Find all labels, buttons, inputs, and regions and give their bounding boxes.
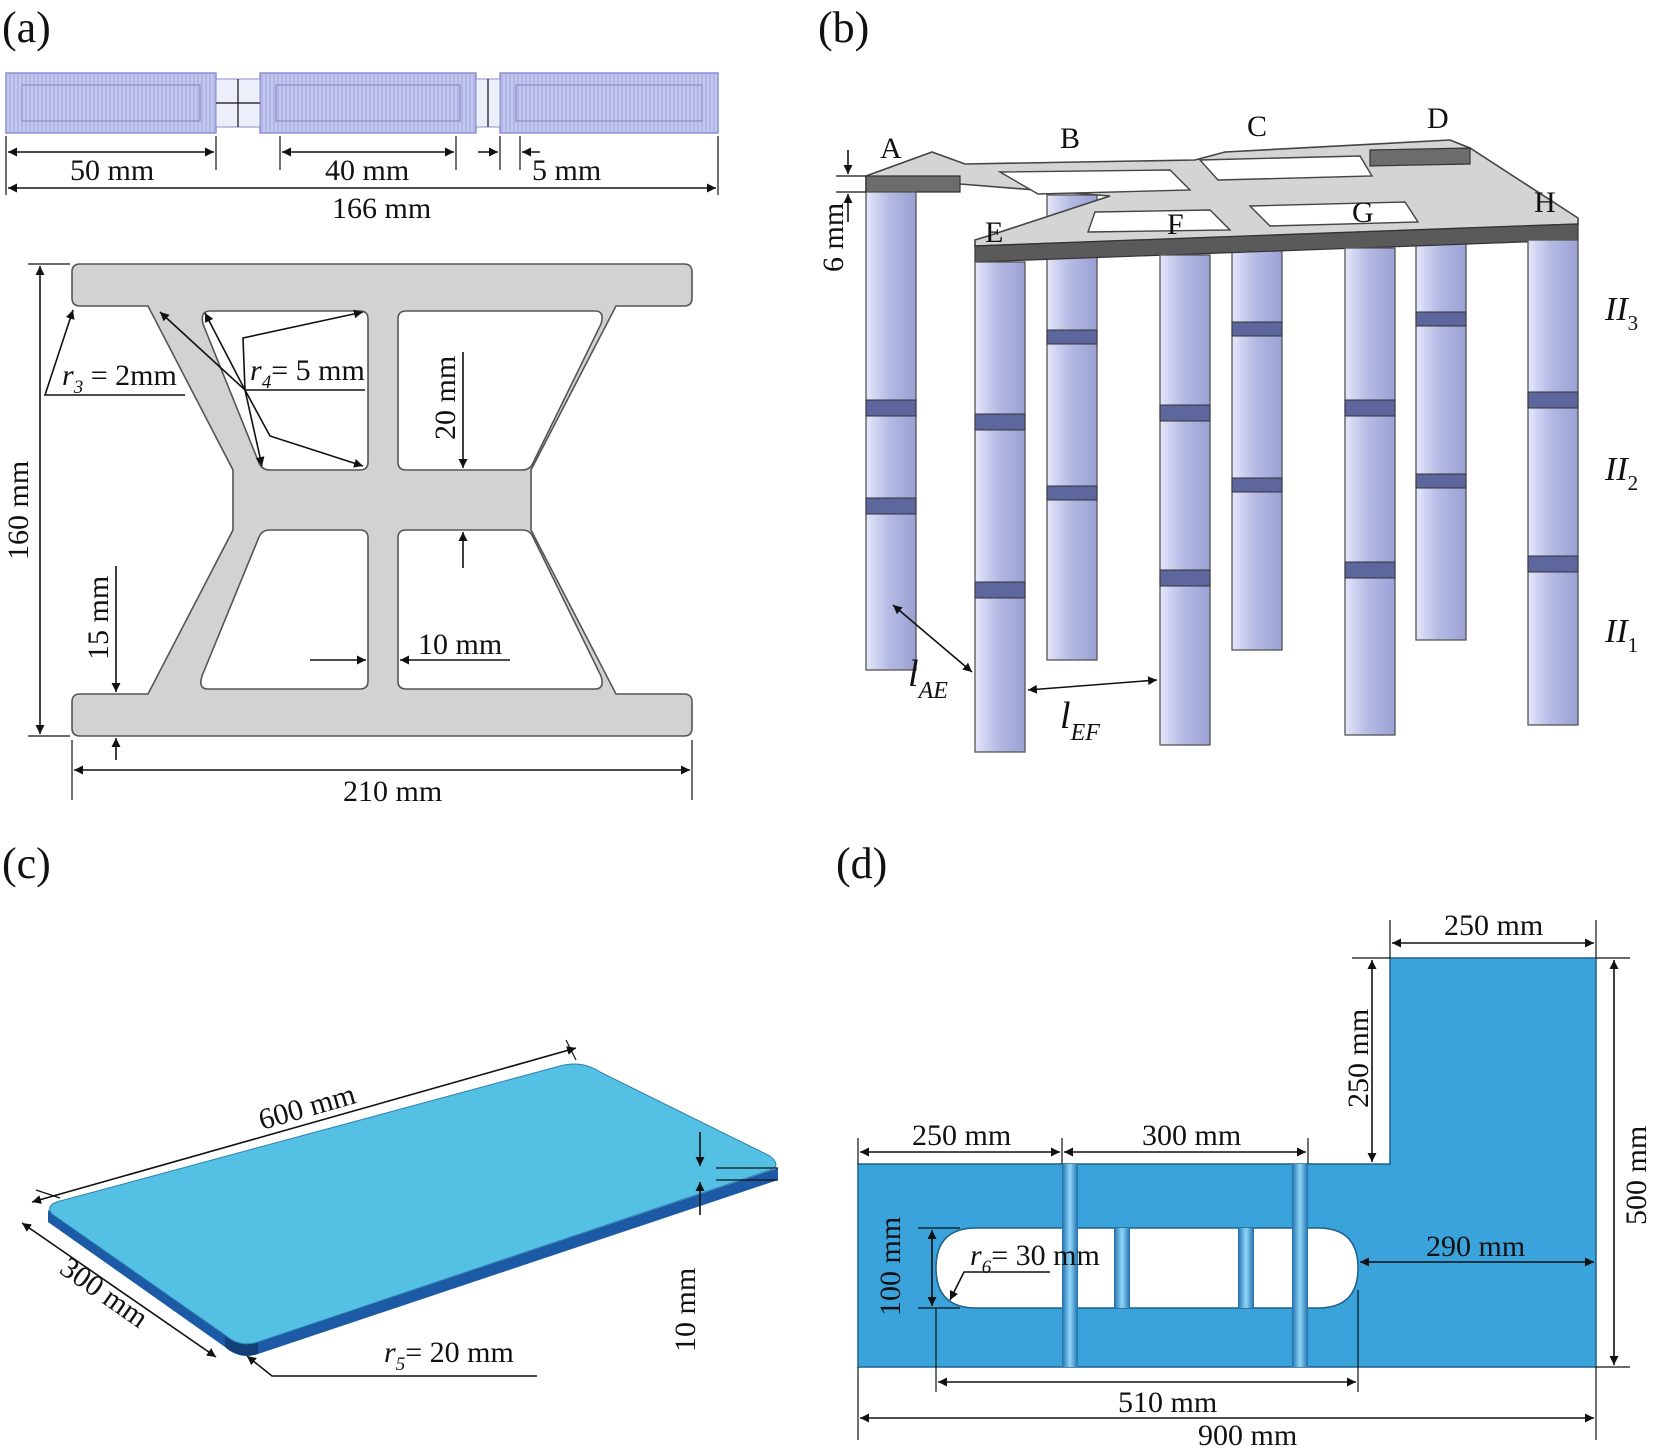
b-frame-opening (1248, 201, 1420, 227)
b-label-E: E (985, 216, 1003, 249)
b-frame-edge-back (865, 175, 961, 193)
b-label-F: F (1167, 208, 1184, 241)
a-opening-top-right (397, 310, 603, 471)
d-slot (1238, 1228, 1254, 1308)
b-frame-opening (1087, 209, 1232, 233)
a-dim-50mm: 50 mm (70, 154, 154, 187)
b-label-A: A (880, 132, 902, 165)
c-plate-top (49, 1063, 777, 1345)
a-top-strip (5, 72, 719, 134)
a-strip-segment-2 (259, 72, 477, 134)
b-frame-opening (997, 169, 1192, 195)
b-frame-edge-back-right (1369, 147, 1471, 167)
b-levels: II3 II2 II1 (1604, 291, 1638, 657)
d-slot (1292, 1164, 1308, 1367)
b-thickness-dim: 6 mm (817, 150, 866, 272)
d-plate-body (857, 957, 1597, 1368)
a-strip-inner-3 (515, 84, 703, 122)
a-strip-inner-1 (21, 84, 201, 122)
b-column-A (865, 191, 917, 671)
b-label-B: B (1060, 122, 1080, 155)
d-dim-900mm: 900 mm (1198, 1419, 1297, 1450)
b-level-II2: II2 (1604, 451, 1638, 495)
a-dim-40mm: 40 mm (325, 154, 409, 187)
b-label-H: H (1534, 186, 1556, 219)
d-dim-250mm-vertical: 250 mm (1342, 1009, 1375, 1108)
a-dim-15mm: 15 mm (82, 576, 115, 660)
b-level-II1: II1 (1604, 613, 1638, 657)
d-dim-510mm: 510 mm (1118, 1386, 1217, 1419)
b-label-G: G (1352, 196, 1374, 229)
a-strip-dims: 50 mm 40 mm 5 mm 166 mm (5, 136, 719, 225)
b-frame-opening (1198, 155, 1374, 181)
c-dim-10mm: 10 mm (669, 1268, 702, 1352)
a-opening-bottom-right (397, 529, 603, 690)
a-radius-r4: r4= 5 mm (250, 354, 365, 393)
a-dim-10mm: 10 mm (418, 628, 502, 661)
d-dim-290mm: 290 mm (1426, 1230, 1525, 1263)
b-length-lEF: lEF (1060, 695, 1100, 746)
b-level-II3: II3 (1604, 291, 1638, 335)
panel-c-label: (c) (2, 839, 51, 888)
d-dim-100mm: 100 mm (874, 1217, 907, 1316)
b-front-columns (865, 191, 1579, 753)
b-label-C: C (1247, 110, 1267, 143)
b-dim-6mm: 6 mm (817, 203, 850, 272)
c-radius-r5: r5= 20 mm (384, 1336, 514, 1375)
b-spacing-dims: lAE lEF (892, 604, 1158, 746)
a-frame-dims: 160 mm 15 mm 20 mm 10 mm 210 mm (2, 263, 693, 808)
panel-a-label: (a) (2, 3, 51, 52)
d-dims: 250 mm 250 mm 500 mm 250 mm 300 mm 100 m… (857, 909, 1653, 1450)
d-dim-250mm: 250 mm (912, 1119, 1011, 1152)
a-strip-segment-3 (499, 72, 719, 134)
panel-b: (b) (817, 3, 1638, 753)
d-slot (1114, 1228, 1130, 1308)
d-plate (857, 957, 1597, 1368)
a-strip-segment-1 (5, 72, 217, 134)
d-dim-500mm: 500 mm (1620, 1126, 1653, 1225)
c-plate (48, 1063, 778, 1356)
a-dim-5mm: 5 mm (532, 154, 601, 187)
b-column-C (1231, 174, 1283, 651)
c-plate-edge-dark (225, 1335, 258, 1356)
b-length-lAE: lAE (908, 653, 948, 704)
b-top-frame (865, 139, 1579, 263)
d-dim-250mm-top: 250 mm (1444, 909, 1543, 942)
b-label-D: D (1427, 102, 1449, 135)
a-h-frame-body (71, 263, 693, 737)
a-h-frame (71, 263, 693, 737)
b-column-G (1344, 247, 1396, 736)
panel-d: (d) 250 mm 250 mm 500 mm (836, 839, 1653, 1450)
a-dim-166mm: 166 mm (332, 192, 431, 225)
d-radius-r6: r6= 30 mm (970, 1239, 1100, 1278)
a-dim-20mm: 20 mm (429, 356, 462, 440)
b-column-B (1046, 194, 1098, 661)
a-opening-bottom-left (200, 529, 369, 690)
a-radius-callouts: r3 = 2mm r4= 5 mm (43, 309, 365, 468)
panel-c: (c) 600 mm 300 mm 10 mm r5= 20 mm (2, 839, 778, 1377)
b-point-labels: A B C D E F G H (880, 102, 1556, 249)
b-column-E (974, 261, 1026, 753)
a-dim-210mm: 210 mm (343, 775, 442, 808)
d-slot (1062, 1164, 1078, 1367)
a-strip-inner-2 (275, 84, 461, 122)
a-dim-160mm: 160 mm (2, 461, 35, 560)
d-dim-300mm: 300 mm (1142, 1119, 1241, 1152)
panel-a: (a) (2, 3, 719, 808)
b-column-F (1159, 254, 1211, 746)
panel-b-label: (b) (818, 3, 869, 52)
b-column-H (1527, 239, 1579, 726)
a-radius-r3: r3 = 2mm (62, 359, 177, 398)
panel-d-label: (d) (836, 839, 887, 888)
